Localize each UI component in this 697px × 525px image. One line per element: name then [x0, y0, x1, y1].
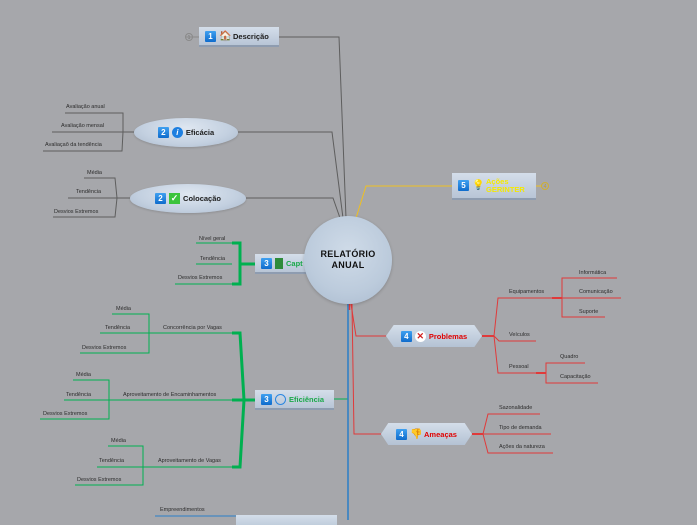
subtopic[interactable]: Equipamentos	[509, 289, 545, 295]
connector-acoes	[355, 185, 452, 219]
leaf-item[interactable]: Avaliação anual	[66, 104, 105, 110]
leaf-item[interactable]: Ações da natureza	[499, 444, 545, 450]
leaf-item[interactable]: Tendência	[76, 189, 102, 195]
leaf-item[interactable]: Nível geral	[199, 236, 226, 242]
priority-badge: 3	[261, 393, 272, 405]
subtopic[interactable]: Concorrência por Vagas	[163, 325, 222, 331]
node-label: Descrição	[233, 31, 269, 41]
priority-badge: 4	[396, 428, 408, 440]
leaf-item[interactable]: Média	[116, 306, 131, 312]
node-label: Eficácia	[185, 128, 215, 137]
node-ameacas[interactable]: 4 👎 Ameaças	[381, 423, 472, 445]
central-topic-line2: ANUAL	[331, 260, 365, 270]
node-eficacia[interactable]: 2 i Eficácia	[134, 118, 238, 147]
node-label-line2: GERINTER	[486, 184, 525, 194]
leaf-item[interactable]: Empreendimentos	[160, 507, 205, 513]
node-label: Colocação	[183, 194, 221, 203]
leaf-item[interactable]: Desvios Extremos	[178, 275, 223, 281]
node-label-line1: Ações	[486, 176, 509, 186]
node-partial-bottom[interactable]	[236, 515, 337, 525]
leaf-item[interactable]: Desvios Extremos	[54, 209, 99, 215]
leaf-item[interactable]: Comunicação	[579, 289, 613, 295]
node-problemas[interactable]: 4 ✕ Problemas	[386, 325, 482, 347]
leaf-item[interactable]: Média	[87, 170, 102, 176]
leaf-item[interactable]: Sazonalidade	[499, 405, 533, 411]
leaf-item[interactable]: Tendência	[105, 325, 131, 331]
node-acoes-gerinter[interactable]: 5 💡 Ações GERINTER	[452, 173, 536, 200]
x-icon: ✕	[414, 330, 426, 342]
connector-descricao	[279, 36, 347, 219]
central-topic[interactable]: RELATÓRIO ANUAL	[304, 216, 392, 304]
leaf-item[interactable]: Avaliação mensal	[61, 123, 105, 129]
node-captacao[interactable]: 3 Capt	[255, 254, 315, 274]
thumbs-down-icon: 👎	[410, 428, 423, 440]
connector-eficacia	[238, 131, 344, 219]
leaf-item[interactable]: Média	[111, 438, 126, 444]
node-descricao[interactable]: 1 🏠 Descrição	[199, 27, 279, 47]
node-label: Capt	[286, 258, 303, 268]
leaf-item[interactable]: Suporte	[579, 309, 599, 315]
leaf-item[interactable]: Informática	[579, 270, 607, 276]
node-eficiencia[interactable]: 3 Eficiência	[255, 390, 334, 410]
priority-badge: 2	[157, 127, 169, 138]
node-colocacao[interactable]: 2 ✓ Colocação	[130, 184, 246, 213]
circle-icon	[275, 393, 286, 405]
leaf-item[interactable]: Avaliaçaõ da tendência	[45, 142, 102, 148]
lightbulb-icon: 💡	[472, 180, 485, 191]
central-topic-line1: RELATÓRIO	[320, 249, 376, 259]
priority-badge: 1	[205, 30, 216, 42]
subtopic[interactable]: Veículos	[509, 332, 530, 338]
home-icon: 🏠	[219, 30, 232, 42]
priority-badge: 2	[155, 193, 167, 204]
leaf-item[interactable]: Desvios Extremos	[43, 411, 88, 417]
node-label: Eficiência	[289, 394, 325, 404]
node-label: Ações GERINTER	[486, 176, 525, 194]
leaf-item[interactable]: Quadro	[560, 354, 579, 360]
leaf-item[interactable]: Tendência	[66, 392, 92, 398]
leaf-item[interactable]: Tipo de demanda	[499, 425, 542, 431]
book-icon	[275, 257, 283, 269]
node-label: Problemas	[428, 331, 468, 341]
info-icon: i	[171, 127, 183, 138]
leaf-item[interactable]: Média	[76, 372, 91, 378]
collapse-toggle-acoes[interactable]: 4	[541, 182, 549, 190]
connector-colocacao	[246, 197, 341, 219]
subtopic[interactable]: Aproveitamento de Vagas	[158, 458, 221, 464]
priority-badge: 3	[261, 257, 272, 269]
leaf-item[interactable]: Desvios Extremos	[82, 345, 127, 351]
collapse-toggle-descricao[interactable]: 1	[185, 33, 193, 41]
leaf-item[interactable]: Capacitação	[560, 374, 591, 380]
node-label: Ameaças	[424, 429, 457, 439]
priority-badge: 4	[400, 330, 412, 342]
leaf-item[interactable]: Desvios Extremos	[77, 477, 122, 483]
check-icon: ✓	[169, 193, 181, 204]
subtopic[interactable]: Pessoal	[509, 364, 529, 370]
priority-badge: 5	[458, 180, 469, 191]
leaf-item[interactable]: Tendência	[200, 256, 226, 262]
subtopic[interactable]: Aproveitamento de Encaminhamentos	[123, 392, 217, 398]
leaf-item[interactable]: Tendência	[99, 458, 125, 464]
